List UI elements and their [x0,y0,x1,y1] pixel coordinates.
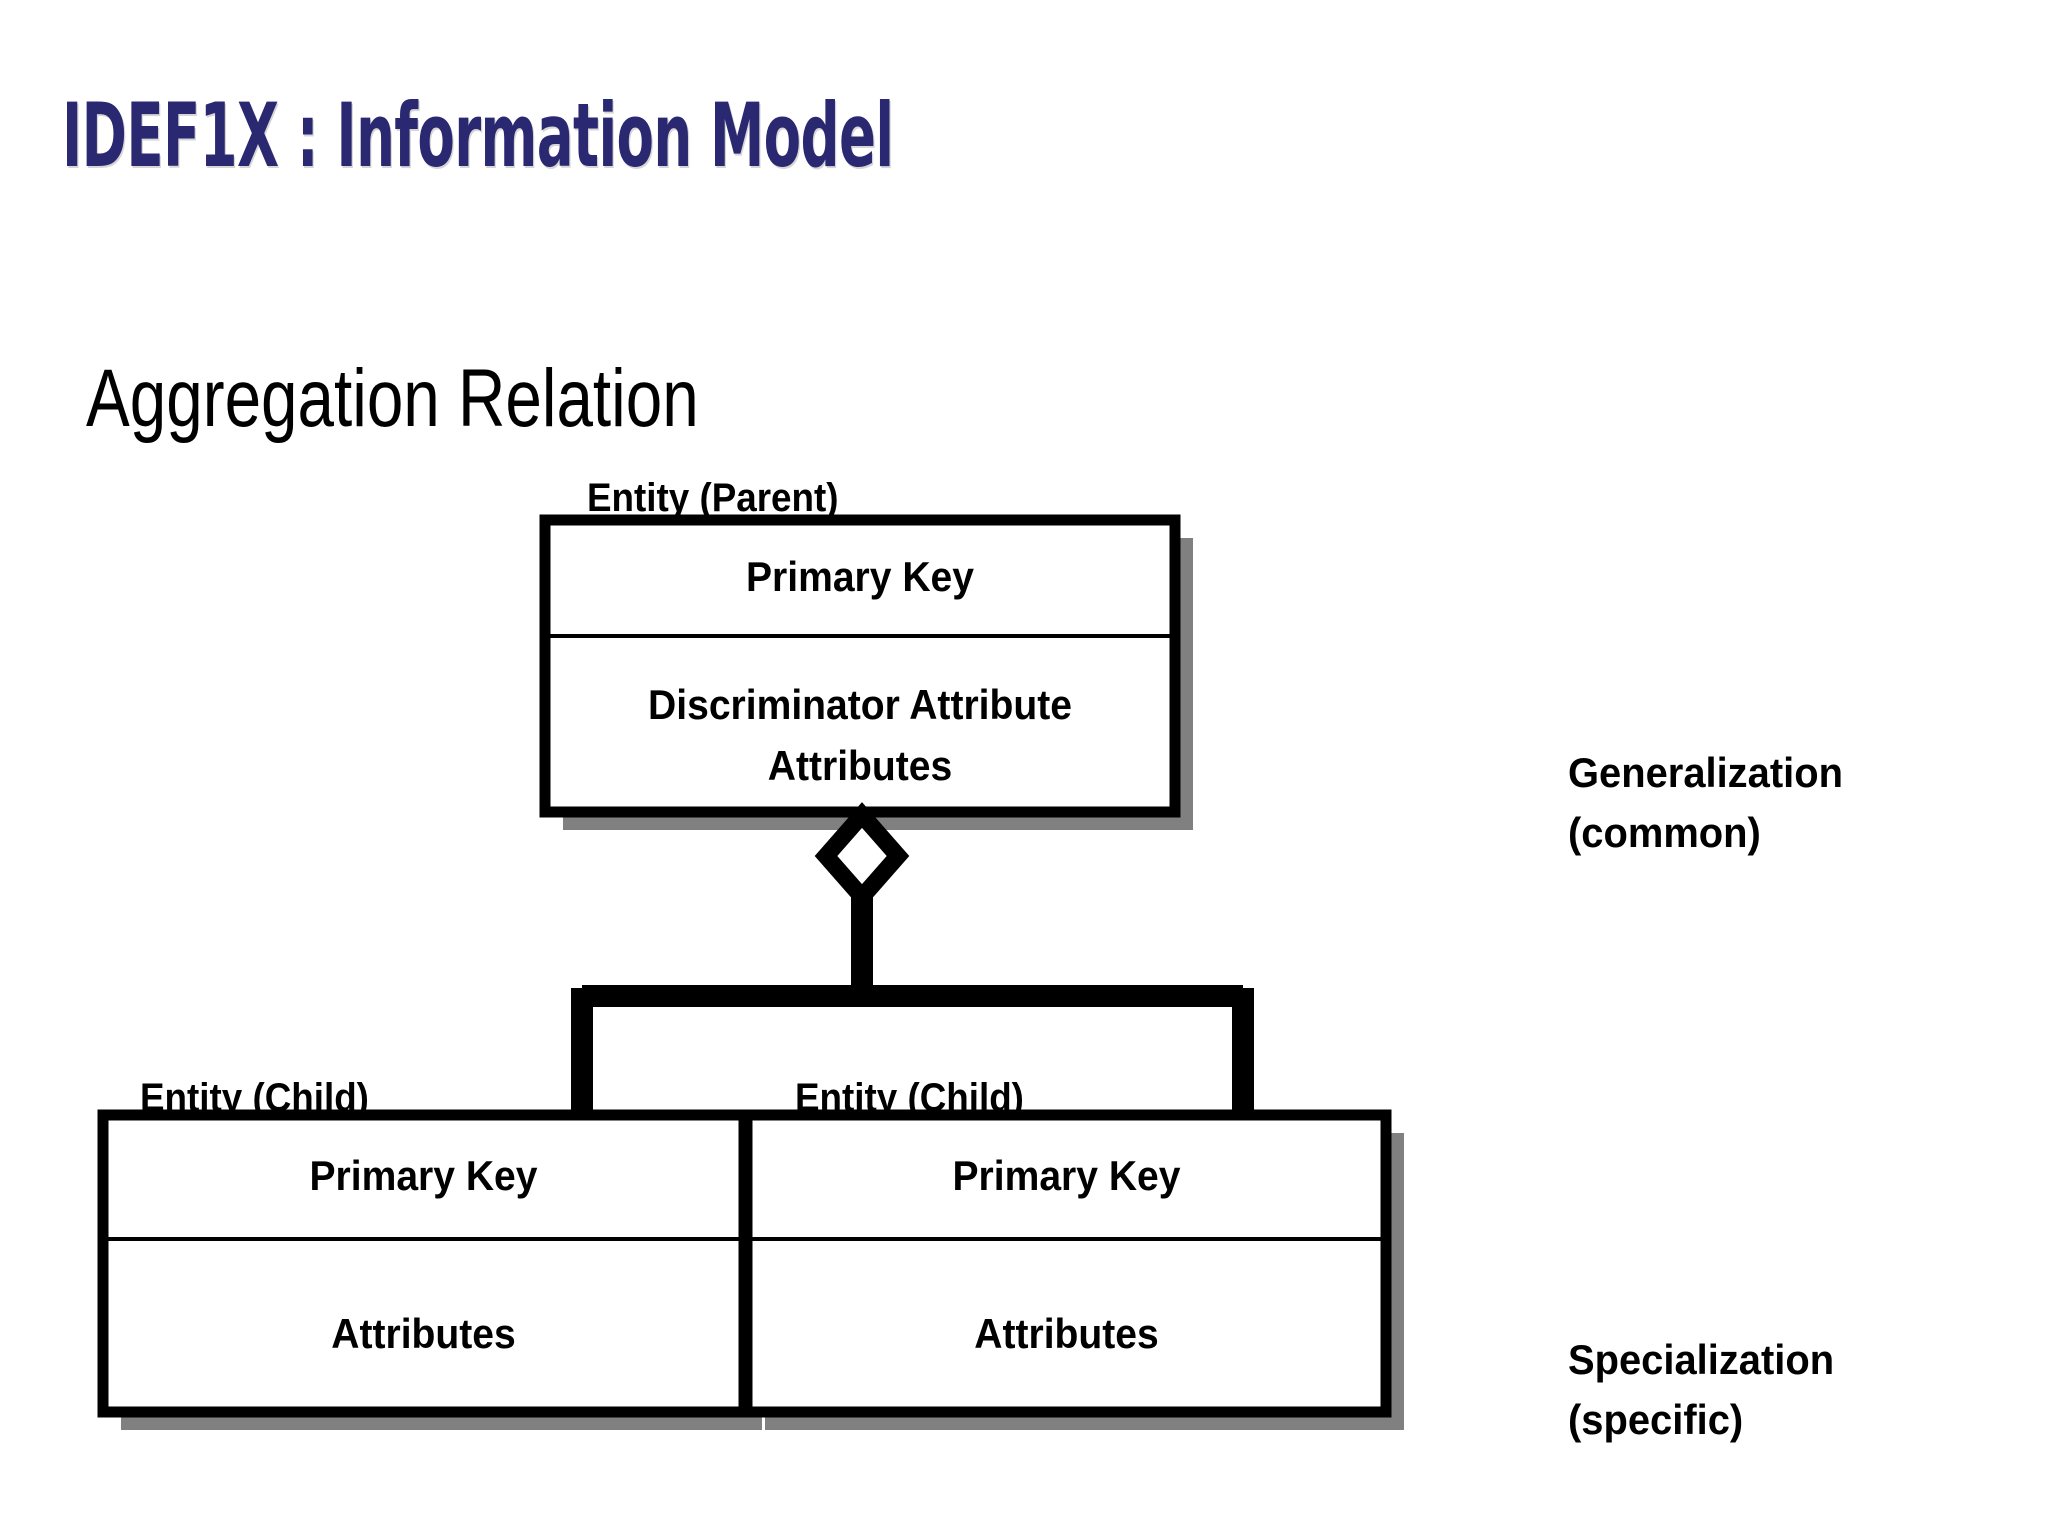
parent-entity-attribute-line1: Discriminator Attribute [648,681,1072,728]
page-title: IDEF1X : Information Model [62,84,894,187]
parent-entity-primary-key-label: Primary Key [746,553,974,600]
child-entity-right-caption: Entity (Child) [795,1076,1024,1120]
child-entity-right-primary-key-label: Primary Key [952,1152,1181,1199]
parent-entity-caption: Entity (Parent) [587,476,839,520]
annotation-specialization-line2: (specific) [1568,1396,1744,1443]
annotation-generalization-line2: (common) [1568,809,1761,856]
aggregation-diamond-icon [814,802,910,910]
child-entity-left-caption: Entity (Child) [140,1076,369,1120]
slide-subtitle: Aggregation Relation [86,353,699,444]
child-entity-right-attributes-label: Attributes [974,1310,1159,1357]
annotation-generalization-line1: Generalization [1568,749,1843,796]
child-entity-right-box [741,1109,1392,1418]
annotation-specialization-line1: Specialization [1568,1336,1835,1383]
child-entity-left-attributes-label: Attributes [331,1310,516,1357]
child-entity-left-primary-key-label: Primary Key [309,1152,538,1199]
parent-entity-attribute-line2: Attributes [767,742,953,789]
